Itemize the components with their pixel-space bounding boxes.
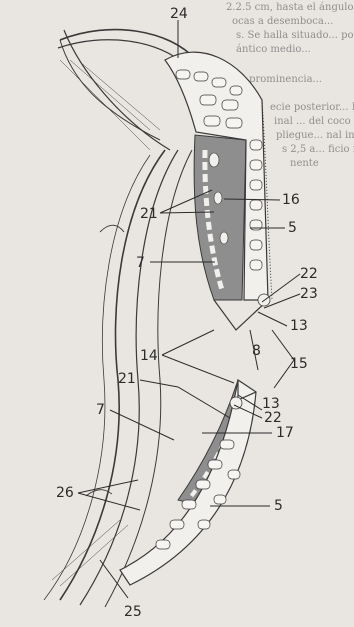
label-21-lower: 21: [118, 371, 136, 387]
bg-line-6: ecie posterior... Pliegue en: [270, 102, 354, 113]
label-13-upper: 13: [290, 318, 308, 334]
label-5-lower: 5: [274, 498, 283, 514]
bg-line-1: 2.2.5 cm, hasta el ángulo anterior: [226, 2, 354, 13]
bg-line-4: ántico medio...: [236, 44, 311, 55]
label-24: 24: [170, 6, 188, 22]
bg-line-3: s. Se halla situado... por un: [236, 30, 354, 41]
label-14: 14: [140, 348, 158, 364]
bg-line-10: nente: [290, 158, 319, 169]
lower-lobular-tissue: [120, 380, 256, 585]
label-23: 23: [300, 286, 318, 302]
label-26: 26: [56, 485, 74, 501]
label-7-upper: 7: [136, 255, 145, 271]
label-17: 17: [276, 425, 294, 441]
label-21-upper: 21: [140, 206, 158, 222]
bg-line-2: ocas a desemboca...: [232, 16, 333, 27]
label-7-lower: 7: [96, 402, 105, 418]
label-15: 15: [290, 356, 308, 372]
bg-line-9: s 2,5 a... ficio nasal ex-: [282, 144, 354, 155]
label-25: 25: [124, 604, 142, 620]
bg-line-7: inal ... del coco: [274, 116, 351, 127]
bg-line-8: pliegue... nal inferior, a: [276, 130, 354, 141]
bg-line-5: e prominencia...: [240, 74, 322, 85]
upper-gland-column: [194, 135, 246, 300]
label-22-lower: 22: [264, 410, 282, 426]
label-5-upper: 5: [288, 220, 297, 236]
label-16: 16: [282, 192, 300, 208]
label-8: 8: [252, 343, 261, 359]
label-22-upper: 22: [300, 266, 318, 282]
